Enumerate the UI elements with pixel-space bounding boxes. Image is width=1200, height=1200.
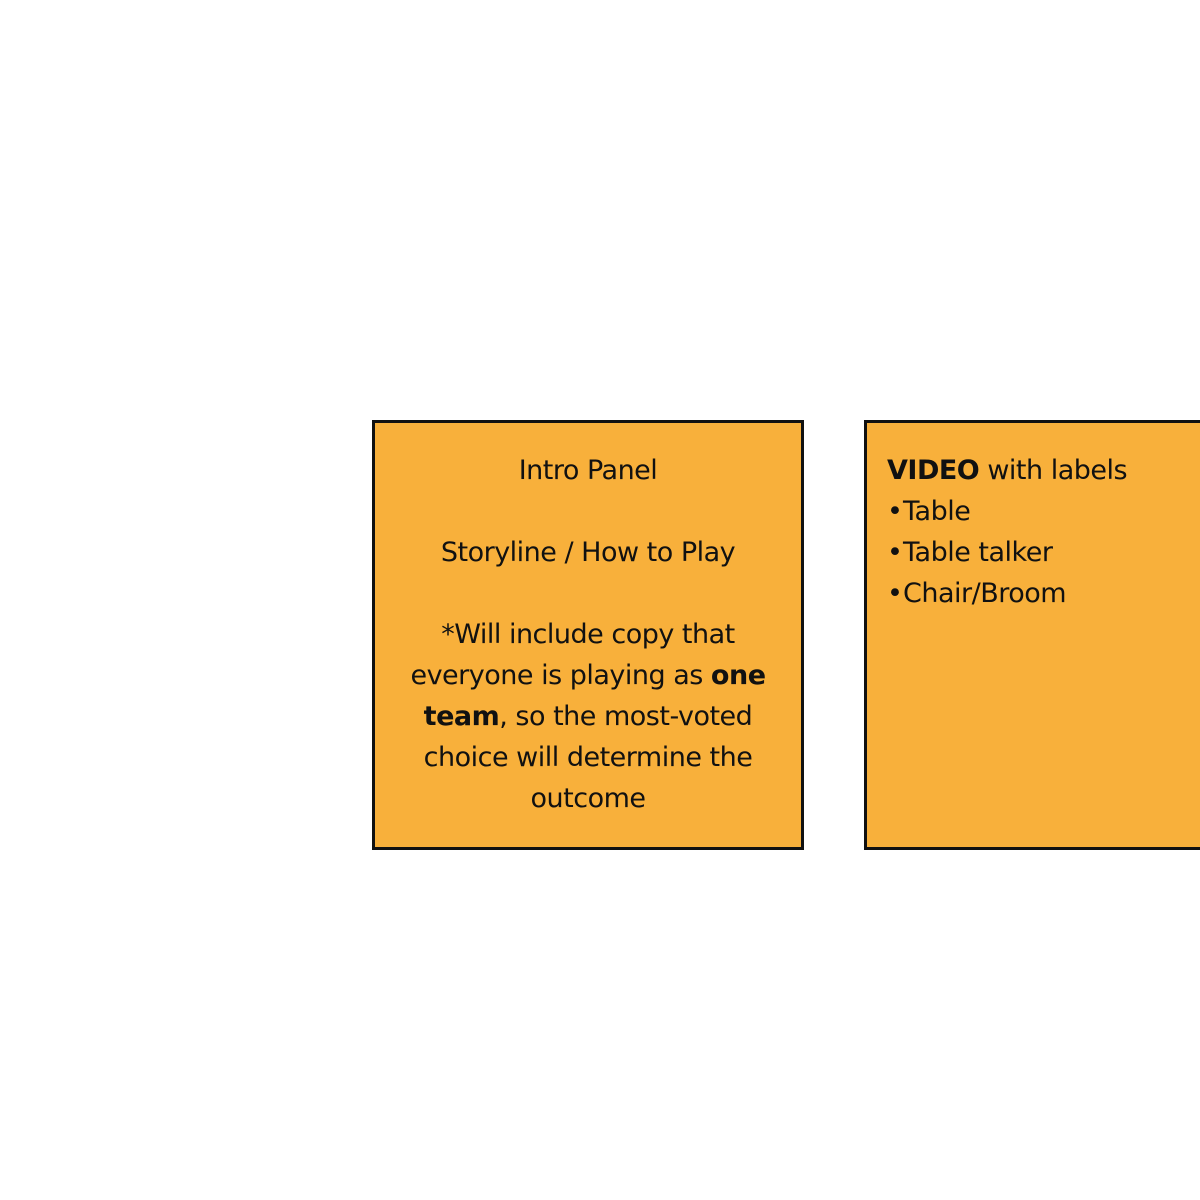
list-item-label: Chair/Broom <box>903 578 1067 609</box>
spacer <box>395 491 781 532</box>
note-line-4: choice will determine the <box>423 742 753 773</box>
video-heading-bold: VIDEO <box>887 455 980 486</box>
list-item: •Chair/Broom <box>887 573 1200 614</box>
note-emphasis-team: team <box>423 701 500 732</box>
intro-panel-subtitle: Storyline / How to Play <box>440 537 736 568</box>
list-item: •Table <box>887 491 1200 532</box>
note-emphasis-one: one <box>710 660 766 691</box>
bullet-icon: • <box>887 537 903 568</box>
note-text: everyone is playing as <box>410 660 711 691</box>
video-panel-heading: VIDEO with labels <box>887 450 1200 491</box>
bullet-icon: • <box>887 496 903 527</box>
note-text: , so the most-voted <box>499 701 753 732</box>
spacer <box>395 573 781 614</box>
intro-panel: Intro Panel Storyline / How to Play *Wil… <box>372 420 804 850</box>
note-line-5: outcome <box>530 783 647 814</box>
note-line-1: *Will include copy that <box>441 619 735 650</box>
list-item-label: Table talker <box>903 537 1053 568</box>
video-heading-rest: with labels <box>979 455 1128 486</box>
bullet-icon: • <box>887 578 903 609</box>
list-item: •Table talker <box>887 532 1200 573</box>
list-item-label: Table <box>903 496 971 527</box>
video-panel: VIDEO with labels •Table •Table talker •… <box>864 420 1200 850</box>
intro-panel-note: *Will include copy that everyone is play… <box>395 614 781 819</box>
note-line-2: everyone is playing as one <box>395 655 781 696</box>
intro-panel-title: Intro Panel <box>518 455 658 486</box>
note-line-3: team, so the most-voted <box>395 696 781 737</box>
video-label-list: •Table •Table talker •Chair/Broom <box>887 491 1200 614</box>
